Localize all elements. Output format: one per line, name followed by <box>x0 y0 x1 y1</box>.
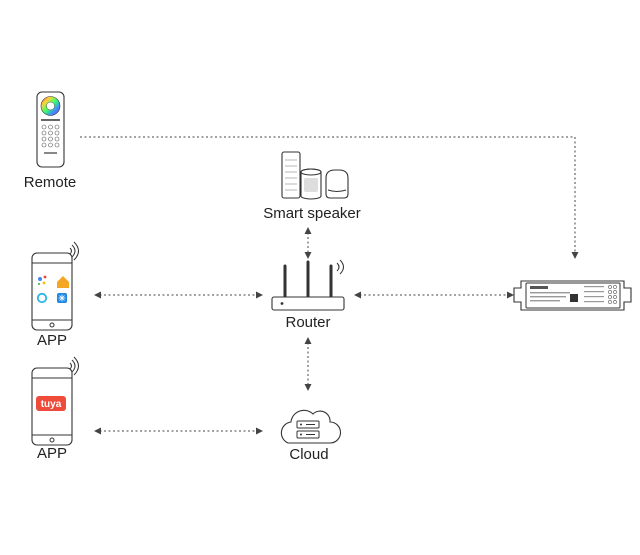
remote-to-controller-connector <box>80 136 579 259</box>
remote-label: Remote <box>24 174 77 191</box>
tuya-logo: tuya <box>41 399 62 410</box>
remote-icon <box>36 91 65 168</box>
led-controller-icon <box>513 280 632 311</box>
cloud-label: Cloud <box>289 446 328 463</box>
app-top-label: APP <box>37 332 67 349</box>
wifi-router-icon <box>271 259 345 311</box>
smart-speaker-label: Smart speaker <box>263 205 361 222</box>
cloud-server-icon <box>280 409 341 444</box>
app-bottom-label: APP <box>37 445 67 462</box>
router-label: Router <box>285 314 330 331</box>
smartphone-tuya-icon: tuya <box>31 356 79 446</box>
smartphone-assistants-icon <box>31 241 79 331</box>
smart-speakers-icon <box>281 151 349 200</box>
